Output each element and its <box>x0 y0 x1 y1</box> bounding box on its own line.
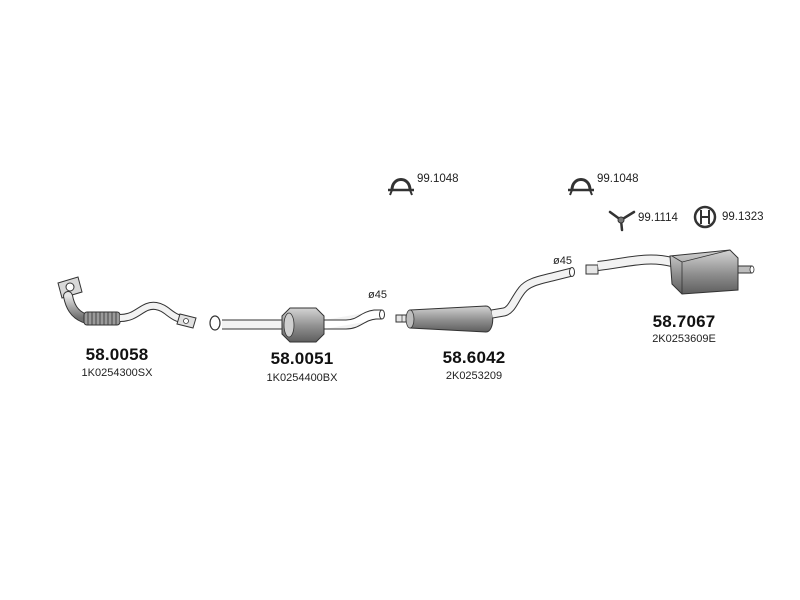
rear-silencer-icon <box>585 249 755 295</box>
accessory-number: 99.1323 <box>722 211 764 223</box>
oe-number: 2K0253609E <box>652 333 716 345</box>
diameter-label: ø45 <box>553 255 572 267</box>
part-number: 58.0051 <box>270 349 334 368</box>
diameter-label: ø45 <box>368 289 387 301</box>
pipe-clamp-icon <box>568 178 594 196</box>
catalytic-converter-icon <box>209 307 385 343</box>
part-number: 58.0058 <box>85 345 149 364</box>
accessory-number: 99.1048 <box>417 173 459 185</box>
mounting-bracket-icon <box>608 210 636 232</box>
accessory-number: 99.1114 <box>638 212 678 224</box>
front-pipe-with-flex-icon <box>57 276 197 329</box>
oe-number: 2K0253209 <box>445 370 503 382</box>
rubber-mount-icon <box>693 205 717 229</box>
pipe-clamp-icon <box>388 178 414 196</box>
oe-number: 1K0254300SX <box>81 367 153 379</box>
oe-number: 1K0254400BX <box>266 372 338 384</box>
part-number: 58.6042 <box>442 348 506 367</box>
center-silencer-icon <box>395 267 575 333</box>
accessory-number: 99.1048 <box>597 173 639 185</box>
part-number: 58.7067 <box>652 312 716 331</box>
